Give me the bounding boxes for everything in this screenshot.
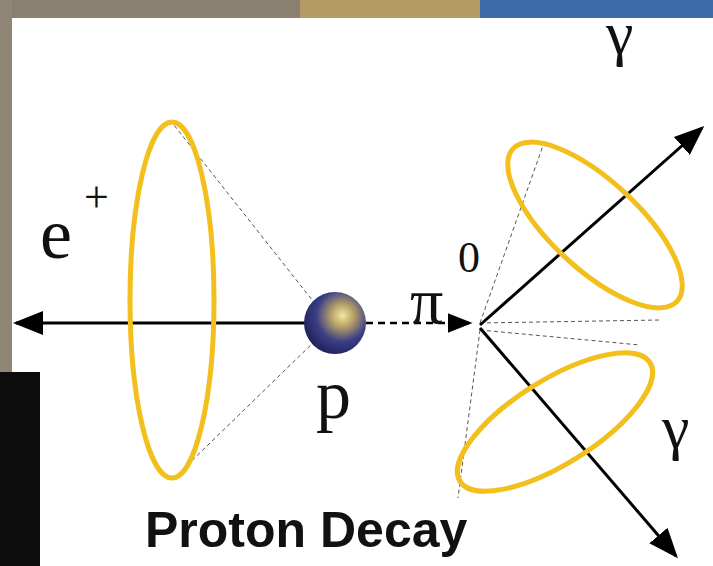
- charge-superscript: +: [84, 176, 109, 220]
- title: Proton Decay: [145, 505, 467, 555]
- particle-label: e: [40, 198, 72, 270]
- charge-superscript: 0: [458, 236, 480, 280]
- particle-label: γ: [662, 396, 689, 458]
- particle-label: γ: [606, 2, 633, 64]
- particle-label: p: [316, 360, 351, 430]
- particle-label: π: [410, 268, 443, 334]
